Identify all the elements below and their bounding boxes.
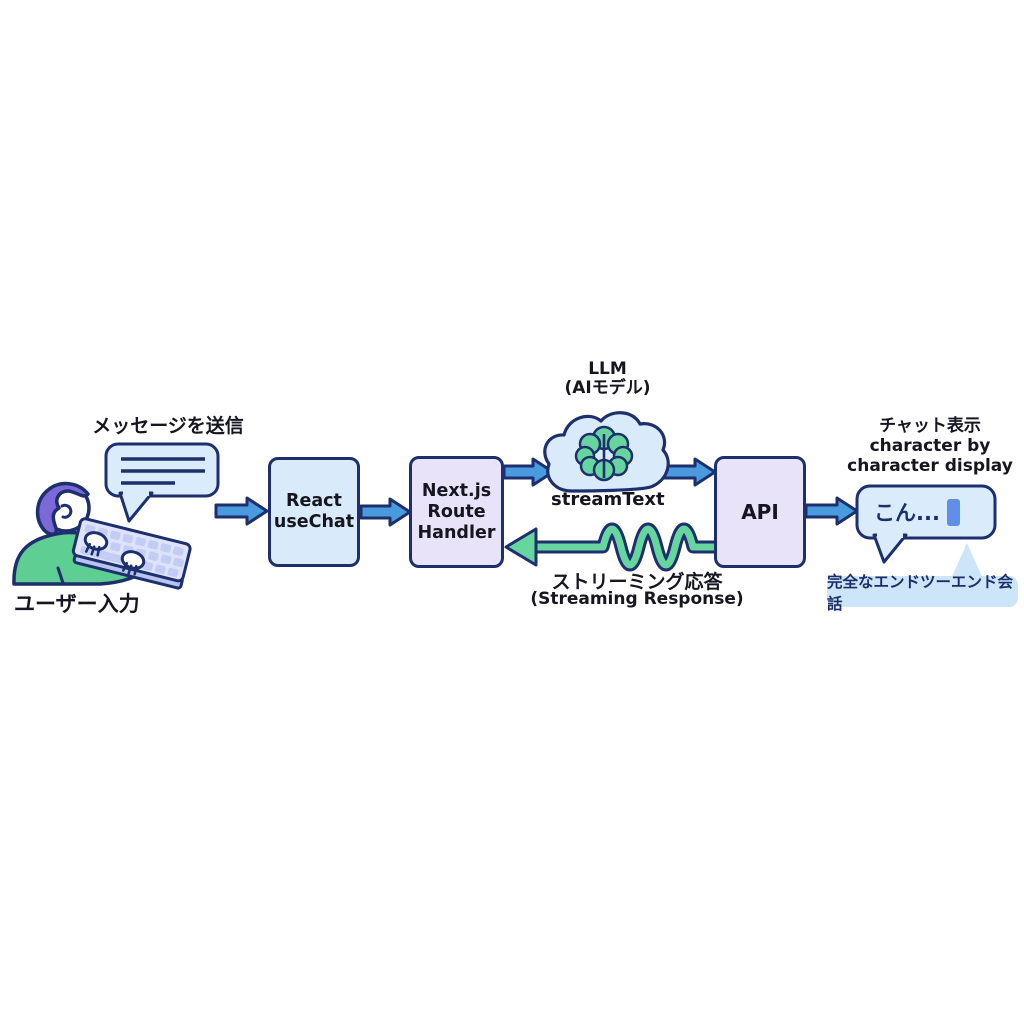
user-illustration bbox=[12, 481, 192, 590]
chat-display-label: チャット表示 character by character display bbox=[847, 416, 1013, 476]
message-text-lines bbox=[121, 457, 205, 485]
user-hand-left bbox=[83, 531, 109, 557]
streaming-response-label-jp: ストリーミング応答 bbox=[551, 571, 723, 593]
react-usechat-node: React useChat bbox=[268, 457, 360, 567]
user-ear bbox=[60, 503, 73, 519]
send-message-label: メッセージを送信 bbox=[92, 415, 244, 437]
e2e-conversation-pill: 完全なエンドツーエンド会話 bbox=[827, 573, 1018, 613]
arrow-react-to-next bbox=[359, 497, 412, 527]
typing-cursor bbox=[946, 498, 960, 526]
react-usechat-label: React useChat bbox=[273, 491, 355, 532]
arrow-api-to-chat bbox=[804, 496, 859, 526]
api-label: API bbox=[741, 499, 779, 524]
chat-message-line: こん... bbox=[857, 486, 995, 538]
e2e-callout-pointer bbox=[950, 543, 984, 581]
nextjs-route-handler-node: Next.js Route Handler bbox=[409, 456, 504, 568]
arrow-llm-to-api bbox=[662, 457, 717, 487]
shirt-crease bbox=[56, 566, 65, 585]
user-input-label: ユーザー入力 bbox=[14, 592, 140, 616]
green-arrowhead bbox=[504, 527, 538, 567]
streaming-response-label-en: (Streaming Response) bbox=[530, 589, 744, 609]
wavy-line bbox=[534, 525, 714, 569]
user-message-bubble bbox=[104, 442, 220, 523]
streaming-response-arrow bbox=[504, 522, 714, 572]
arrow-user-to-react bbox=[214, 496, 269, 526]
user-hand-right bbox=[120, 550, 146, 576]
brain-icon bbox=[574, 425, 634, 482]
e2e-conversation-label: 完全なエンドツーエンド会話 bbox=[827, 572, 1014, 613]
chat-message-text: こん... bbox=[874, 501, 940, 525]
llm-label: LLM (AIモデル) bbox=[564, 359, 651, 398]
arrow-next-to-llm bbox=[502, 457, 555, 487]
nextjs-route-handler-label: Next.js Route Handler bbox=[417, 480, 496, 543]
api-node: API bbox=[714, 456, 806, 568]
streamtext-label: streamText bbox=[551, 489, 665, 510]
chat-output-bubble bbox=[855, 484, 997, 581]
llm-cloud-icon bbox=[543, 411, 670, 493]
user-hair bbox=[35, 481, 90, 536]
